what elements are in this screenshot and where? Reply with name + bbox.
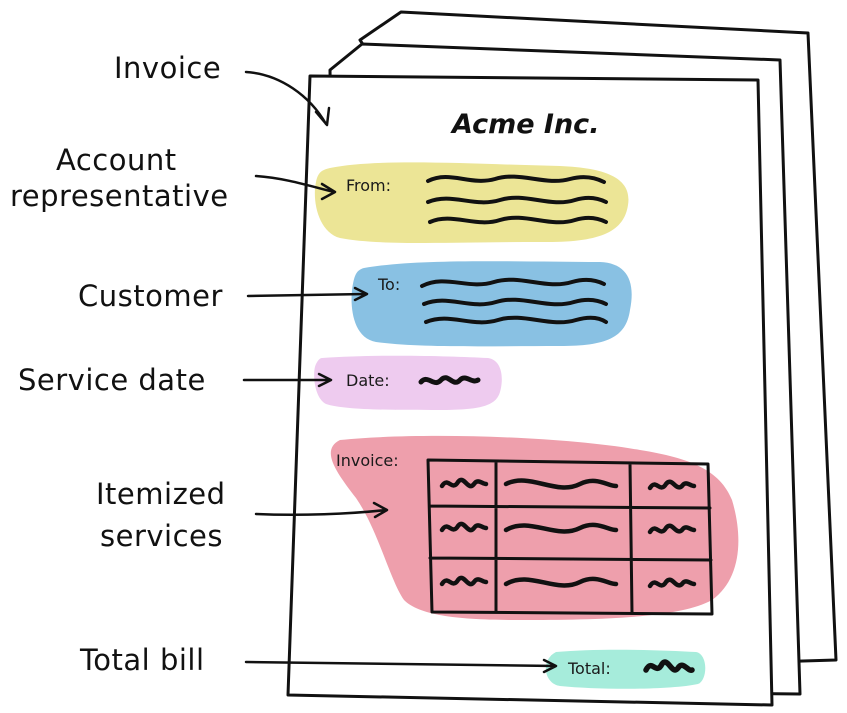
- date-highlight: [314, 355, 502, 410]
- total-scribble: [643, 659, 695, 673]
- callout-service-date: Service date: [18, 363, 206, 397]
- callout-invoice: Invoice: [114, 51, 221, 85]
- callout-customer: Customer: [78, 279, 223, 313]
- arrow-service-date: [242, 372, 333, 388]
- arrow-itemized: [254, 501, 389, 519]
- callout-itemized-line2: services: [100, 519, 223, 553]
- company-name: Acme Inc.: [450, 109, 599, 140]
- arrows: [242, 70, 558, 674]
- date-section: Date:: [314, 355, 502, 410]
- callouts: Invoice Account representative Customer …: [10, 51, 229, 677]
- callout-total-bill: Total bill: [79, 643, 205, 677]
- arrow-invoice: [244, 70, 331, 127]
- to-section: To:: [351, 261, 632, 347]
- date-scribble: [418, 375, 481, 386]
- callout-account-line1: Account: [56, 143, 177, 177]
- arrow-customer: [246, 286, 369, 302]
- total-label: Total:: [567, 659, 611, 678]
- items-table-grid: [426, 458, 714, 616]
- callout-account-line2: representative: [10, 179, 229, 213]
- date-label: Date:: [346, 371, 390, 390]
- from-scribble: [426, 174, 608, 225]
- to-label: To:: [377, 275, 400, 294]
- invoice-section: Invoice:: [330, 435, 739, 620]
- table-scribbles: [439, 477, 697, 589]
- to-scribble: [420, 277, 608, 325]
- arrow-account: [254, 174, 337, 201]
- from-section: From:: [314, 162, 629, 243]
- from-label: From:: [346, 176, 391, 195]
- total-section: Total:: [545, 649, 706, 689]
- invoice-label: Invoice:: [336, 451, 399, 470]
- arrow-total-bill: [244, 658, 558, 674]
- callout-itemized-line1: Itemized: [96, 477, 226, 511]
